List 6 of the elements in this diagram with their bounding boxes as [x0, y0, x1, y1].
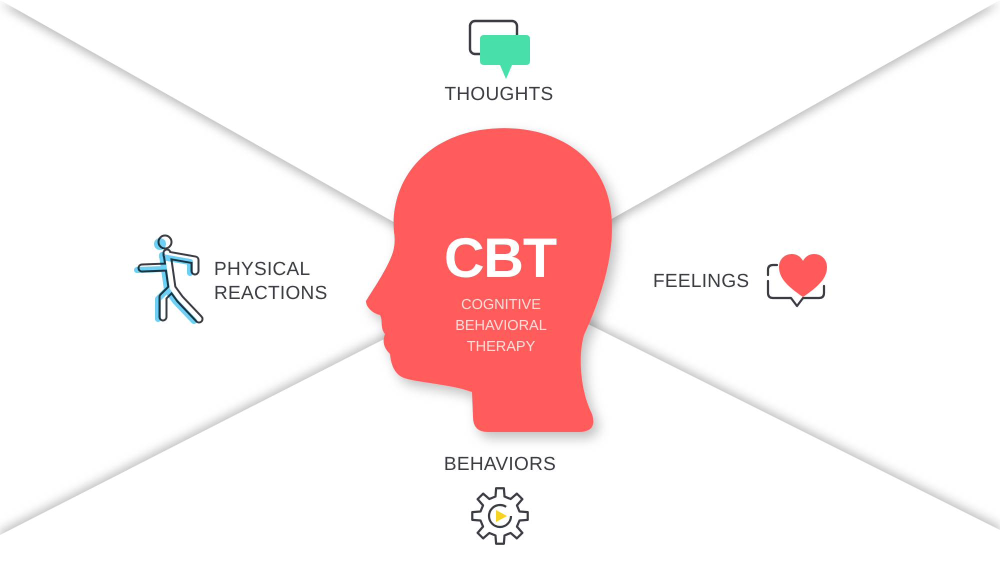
category-label: THOUGHTS	[444, 83, 554, 107]
category-label: PHYSICAL REACTIONS	[214, 258, 329, 306]
category-label: BEHAVIORS	[444, 453, 556, 477]
acronym-title: CBT	[444, 230, 556, 286]
category-label: FEELINGS	[653, 270, 750, 294]
subtitle-text: COGNITIVE BEHAVIORAL THERAPY	[454, 296, 548, 357]
